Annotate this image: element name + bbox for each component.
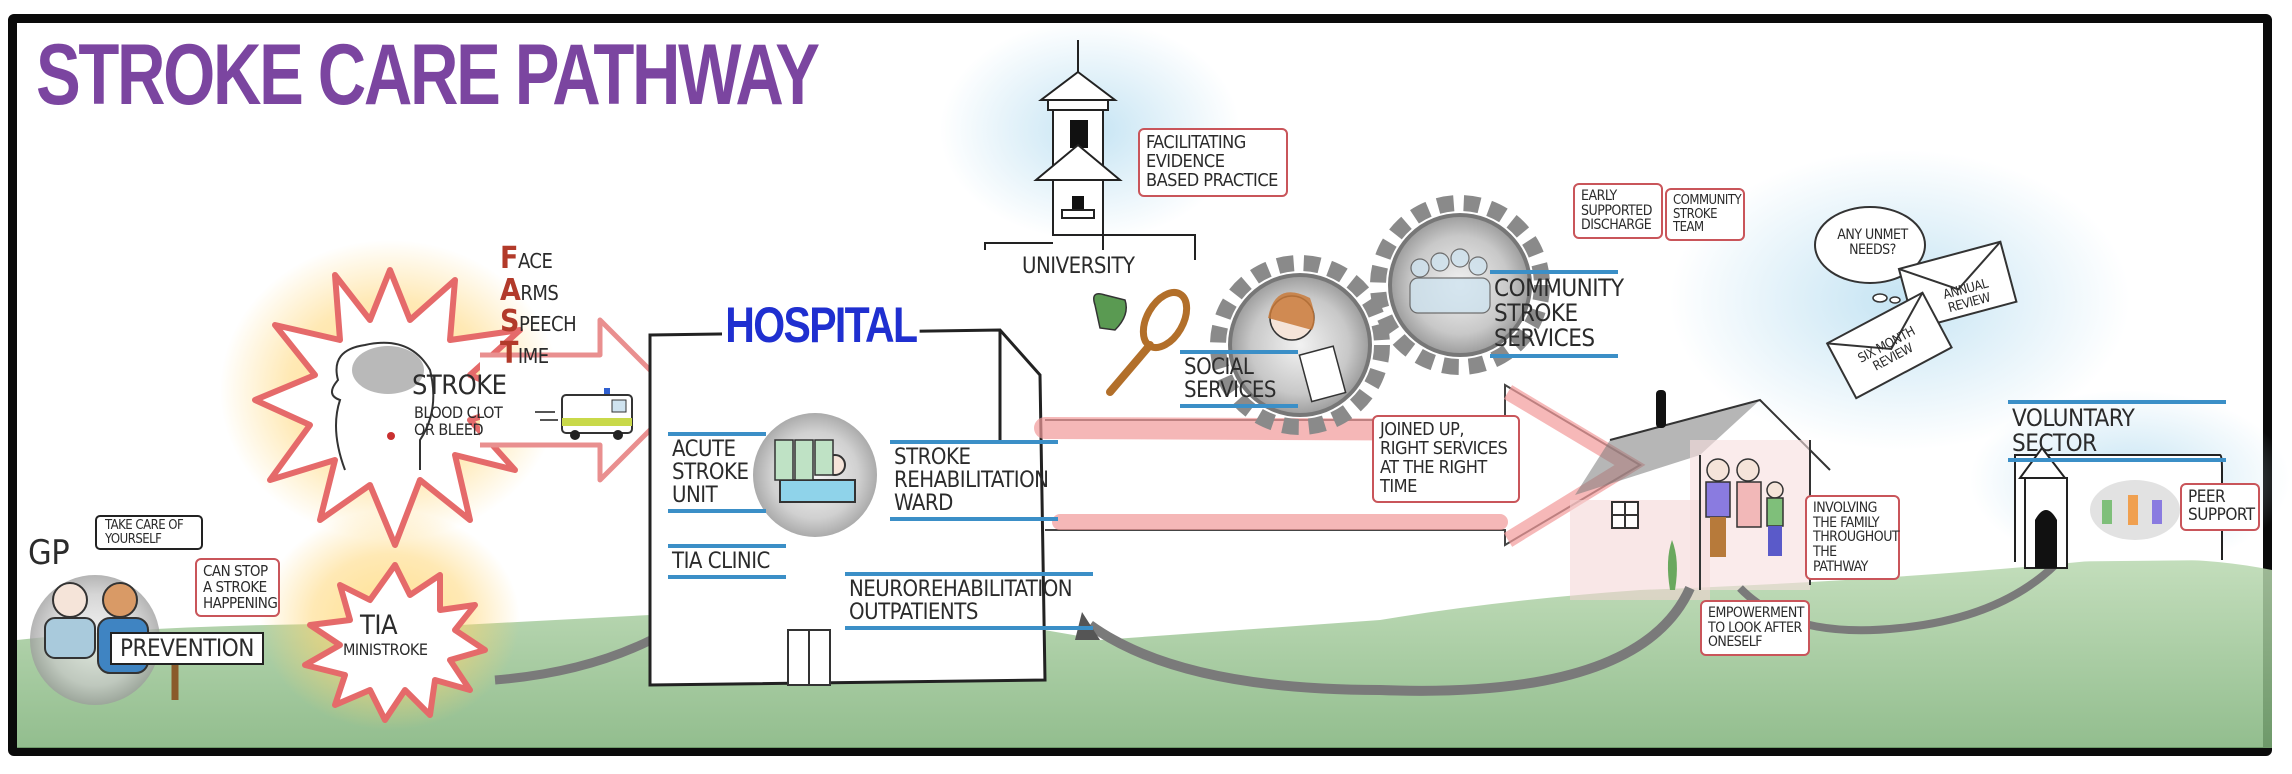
stroke-title: STROKE bbox=[412, 370, 507, 401]
tia-title: TIA bbox=[360, 610, 398, 641]
hospital-bed-icon bbox=[774, 439, 856, 503]
fast-row-time: TIME bbox=[500, 335, 549, 371]
magnifying-glass-icon bbox=[1106, 289, 1191, 396]
hospital-unit-neuro-outpatients: NEUROREHABILITATION OUTPATIENTS bbox=[845, 572, 1093, 631]
fast-row-face: FACE bbox=[500, 241, 553, 276]
peer-support-callout: PEER SUPPORT bbox=[2180, 483, 2260, 531]
bush-icon bbox=[1667, 540, 1677, 590]
clot-dot-icon bbox=[387, 432, 395, 440]
hospital-unit-acute: ACUTE STROKE UNIT bbox=[668, 432, 766, 514]
university-callout: FACILITATING EVIDENCE BASED PRACTICE bbox=[1138, 128, 1288, 197]
gp-label: GP bbox=[28, 533, 70, 573]
gp-speech-bubble: TAKE CARE OF YOURSELF bbox=[95, 515, 203, 551]
hospital-unit-rehab-ward: STROKE REHABILITATION WARD bbox=[890, 440, 1058, 522]
early-supported-discharge-callout: EARLY SUPPORTED DISCHARGE bbox=[1573, 183, 1663, 240]
home-to-hospital-arrow bbox=[1087, 585, 1695, 696]
hospital-label: HOSPITAL bbox=[722, 296, 920, 354]
tia-starburst bbox=[302, 562, 488, 723]
stroke-subtitle: BLOOD CLOT OR BLEED bbox=[414, 403, 503, 439]
tia-subtitle: MINISTROKE bbox=[343, 640, 428, 659]
community-services-gear-icon bbox=[1370, 195, 1550, 375]
page-title: STROKE CARE PATHWAY bbox=[36, 27, 820, 123]
chimney-icon bbox=[1656, 390, 1666, 428]
envelope-six-month-icon bbox=[1825, 291, 1953, 400]
prevention-callout: CAN STOP A STROKE HAPPENING bbox=[195, 558, 280, 618]
joined-up-callout: JOINED UP, RIGHT SERVICES AT THE RIGHT T… bbox=[1372, 415, 1520, 503]
involving-family-callout: INVOLVING THE FAMILY THROUGHOUT THE PATH… bbox=[1805, 495, 1900, 581]
fast-row-arms: ARMS bbox=[500, 272, 559, 308]
voluntary-sector-label: VOLUNTARY SECTOR bbox=[2008, 400, 2226, 463]
social-services-gear-icon bbox=[1210, 255, 1390, 435]
stroke-starburst bbox=[252, 267, 533, 548]
research-helmet-icon bbox=[1093, 293, 1127, 331]
head-profile-icon bbox=[331, 341, 435, 471]
voluntary-sector-building bbox=[2014, 446, 2223, 569]
fast-mnemonic: FACE ARMS SPEECH TIME bbox=[500, 241, 577, 371]
prevention-sign: PREVENTION bbox=[110, 632, 264, 666]
brain-icon bbox=[352, 346, 424, 394]
community-stroke-team-callout: COMMUNITY STROKE TEAM bbox=[1665, 188, 1745, 241]
thought-cloud-icon bbox=[1814, 206, 1926, 304]
social-services-label: SOCIAL SERVICES bbox=[1180, 350, 1298, 409]
community-services-label: COMMUNITY STROKE SERVICES bbox=[1490, 270, 1624, 358]
fast-row-speech: SPEECH bbox=[500, 304, 577, 339]
empowerment-callout: EMPOWERMENT TO LOOK AFTER ONESELF bbox=[1700, 600, 1810, 657]
family-figures-icon bbox=[1705, 458, 1784, 557]
unmet-needs-thought: ANY UNMET NEEDS? bbox=[1837, 227, 1908, 258]
university-label: UNIVERSITY bbox=[1022, 254, 1135, 279]
university-building bbox=[984, 40, 1196, 260]
ambulance-icon bbox=[535, 388, 633, 440]
hospital-unit-tia-clinic: TIA CLINIC bbox=[668, 544, 786, 580]
